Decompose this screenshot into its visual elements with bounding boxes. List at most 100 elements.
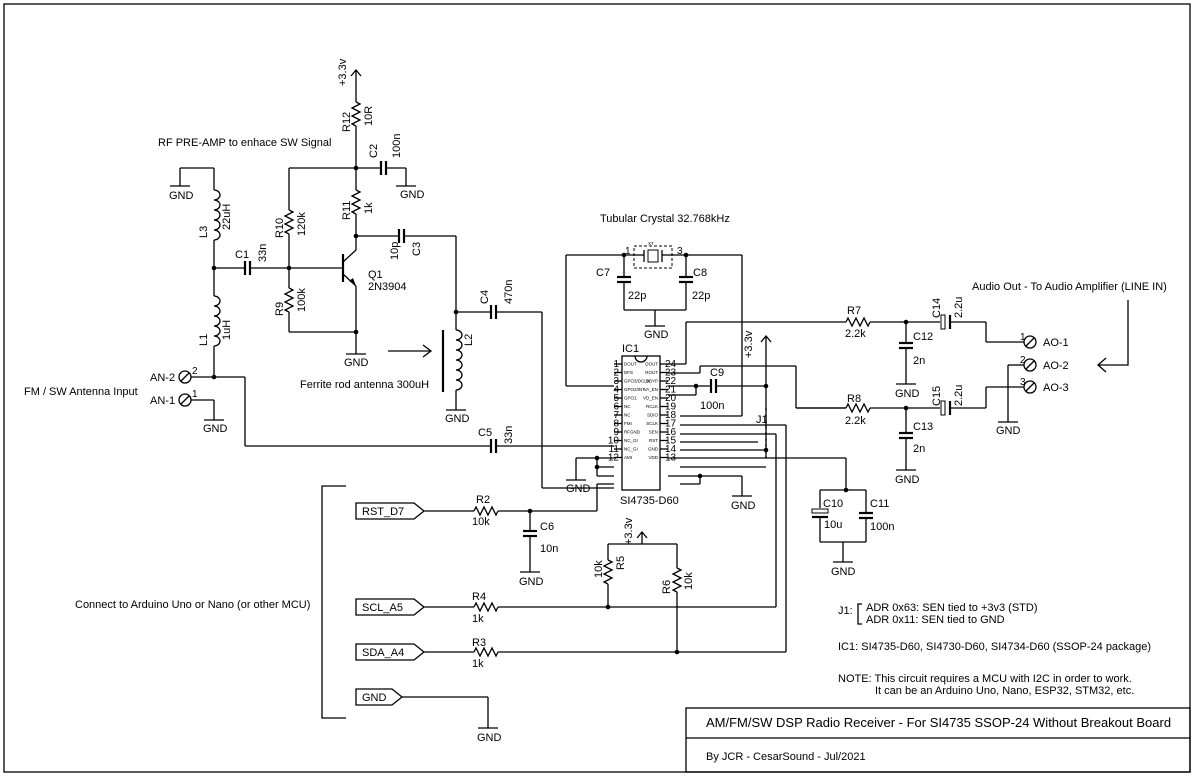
capacitor-c5: C5 33n [245, 426, 614, 453]
connect-mcu-note: Connect to Arduino Uno or Nano (or other… [75, 599, 310, 611]
svg-text:100n: 100n [870, 521, 894, 533]
port-gnd: GND GND [355, 688, 502, 744]
ic-pin-number-right: 16 [665, 427, 677, 438]
svg-text:3: 3 [677, 246, 683, 257]
ic-pin-name-right: SEN [649, 430, 658, 435]
svg-text:1uH: 1uH [221, 320, 233, 340]
svg-text:L1: L1 [198, 334, 210, 346]
svg-text:2: 2 [1020, 355, 1026, 366]
note-line1: NOTE: This circuit requires a MCU with I… [838, 673, 1132, 685]
svg-text:GND: GND [203, 423, 228, 435]
svg-text:AN-2: AN-2 [150, 372, 175, 384]
svg-text:10p: 10p [389, 242, 401, 260]
svg-text:C8: C8 [693, 267, 707, 279]
ic-pin-name-right: RCLK [646, 404, 658, 409]
svg-text:33n: 33n [503, 426, 515, 444]
svg-text:3: 3 [1020, 377, 1026, 388]
svg-text:GND: GND [831, 566, 856, 578]
svg-text:120k: 120k [296, 212, 308, 236]
ic-pin-number-right: 18 [665, 410, 677, 421]
ic-pin-name-right: RST [649, 438, 658, 443]
svg-text:1k: 1k [363, 202, 375, 214]
ic-pin-name-left: GPO3/DCLK [624, 379, 650, 384]
svg-text:+3.3v: +3.3v [743, 330, 755, 358]
vcc-arrow-i2c: +3.3v [608, 517, 677, 545]
vcc-arrow-top: +3.3v [337, 58, 362, 86]
svg-text:C4: C4 [479, 290, 491, 304]
jumper-j1: J1 [756, 408, 769, 458]
svg-text:AO-3: AO-3 [1043, 382, 1069, 394]
capacitor-c13: GND C13 2n [895, 405, 933, 486]
antenna-terminals: AN-2 2 GND AN-1 1 [150, 366, 246, 446]
svg-text:22uH: 22uH [221, 204, 233, 230]
svg-text:R10: R10 [274, 218, 286, 238]
ic-pin-number-right: 19 [665, 402, 677, 413]
svg-text:22p: 22p [628, 290, 646, 302]
resistor-r5: 10k R5 [593, 544, 627, 607]
transistor-q1: GND Q1 2N3904 [289, 236, 407, 369]
svg-text:C14: C14 [931, 298, 943, 318]
svg-text:C5: C5 [478, 427, 492, 439]
ic-pin-number-right: 20 [665, 393, 677, 404]
ic-pin-name-left: FMI [624, 421, 632, 426]
ic-pin-name-right: ROUT [645, 370, 658, 375]
svg-text:2n: 2n [913, 443, 925, 455]
svg-text:GND: GND [169, 190, 194, 202]
svg-text:10k: 10k [683, 572, 695, 590]
svg-text:R11: R11 [341, 201, 353, 220]
capacitor-c11: C11 100n [859, 490, 894, 542]
svg-text:SCL_A5: SCL_A5 [362, 602, 403, 614]
svg-text:AO-1: AO-1 [1043, 337, 1069, 349]
capacitor-c3: 10p C3 [356, 229, 457, 312]
svg-text:+3.3v: +3.3v [623, 517, 635, 545]
svg-text:10n: 10n [540, 543, 558, 555]
ferrite-note: Ferrite rod antenna 300uH [300, 379, 429, 391]
svg-text:R7: R7 [847, 305, 861, 317]
capacitor-c10: C10 10u [811, 490, 843, 542]
svg-text:33n: 33n [257, 244, 269, 262]
svg-text:J1:: J1: [838, 605, 853, 617]
ic-pin-name-right: VA_EN [644, 387, 658, 392]
svg-text:1k: 1k [472, 658, 484, 670]
svg-text:R6: R6 [661, 580, 673, 594]
ic-pin-number-right: 14 [665, 444, 677, 455]
svg-text:100k: 100k [296, 288, 308, 312]
title-line1: AM/FM/SW DSP Radio Receiver - For SI4735… [706, 715, 1171, 730]
svg-text:C7: C7 [596, 267, 610, 279]
mcu-bracket [321, 485, 346, 719]
resistor-r12: R12 10R [341, 86, 375, 168]
resistor-r6: R6 10k [661, 544, 695, 652]
svg-text:SDA_A4: SDA_A4 [362, 647, 404, 659]
svg-text:AN-1: AN-1 [150, 395, 175, 407]
svg-text:GND: GND [344, 357, 369, 369]
svg-text:C9: C9 [710, 367, 724, 379]
ic-pin-number-right: 22 [665, 376, 677, 387]
svg-text:C13: C13 [913, 421, 933, 433]
svg-text:C2: C2 [368, 144, 380, 158]
svg-text:2.2k: 2.2k [845, 328, 866, 340]
svg-text:R12: R12 [341, 112, 353, 132]
svg-text:C12: C12 [913, 331, 933, 343]
svg-text:470n: 470n [503, 280, 515, 304]
j1-note: J1: ADR 0x63: SEN tied to +3v3 (STD) ADR… [838, 602, 1037, 626]
inductor-l3: GND L3 22uH [169, 167, 233, 296]
port-scl: SCL_A5 [355, 598, 474, 616]
svg-text:GND: GND [477, 732, 502, 744]
ic-pin-name-left: NC_GI [624, 438, 638, 443]
svg-text:GND: GND [566, 483, 591, 495]
svg-text:R9: R9 [274, 302, 286, 316]
svg-text:10k: 10k [472, 516, 490, 528]
ic-pin-name-left: GPO1 [624, 396, 637, 401]
svg-text:R4: R4 [472, 591, 486, 603]
resistor-r2: R2 10k [472, 483, 614, 528]
title-line2: By JCR - CesarSound - Jul/2021 [706, 751, 866, 763]
svg-text:Q1: Q1 [368, 269, 383, 281]
capacitor-c7: C7 22p [596, 255, 646, 310]
ic-pin-name-left: DOUT [624, 362, 637, 367]
audio-out-note: Audio Out - To Audio Amplifier (LINE IN) [972, 281, 1167, 293]
ic-pin-name-right: DBYP [646, 379, 658, 384]
capacitor-c12: GND C12 2n [895, 319, 933, 400]
svg-text:C1: C1 [235, 249, 249, 261]
